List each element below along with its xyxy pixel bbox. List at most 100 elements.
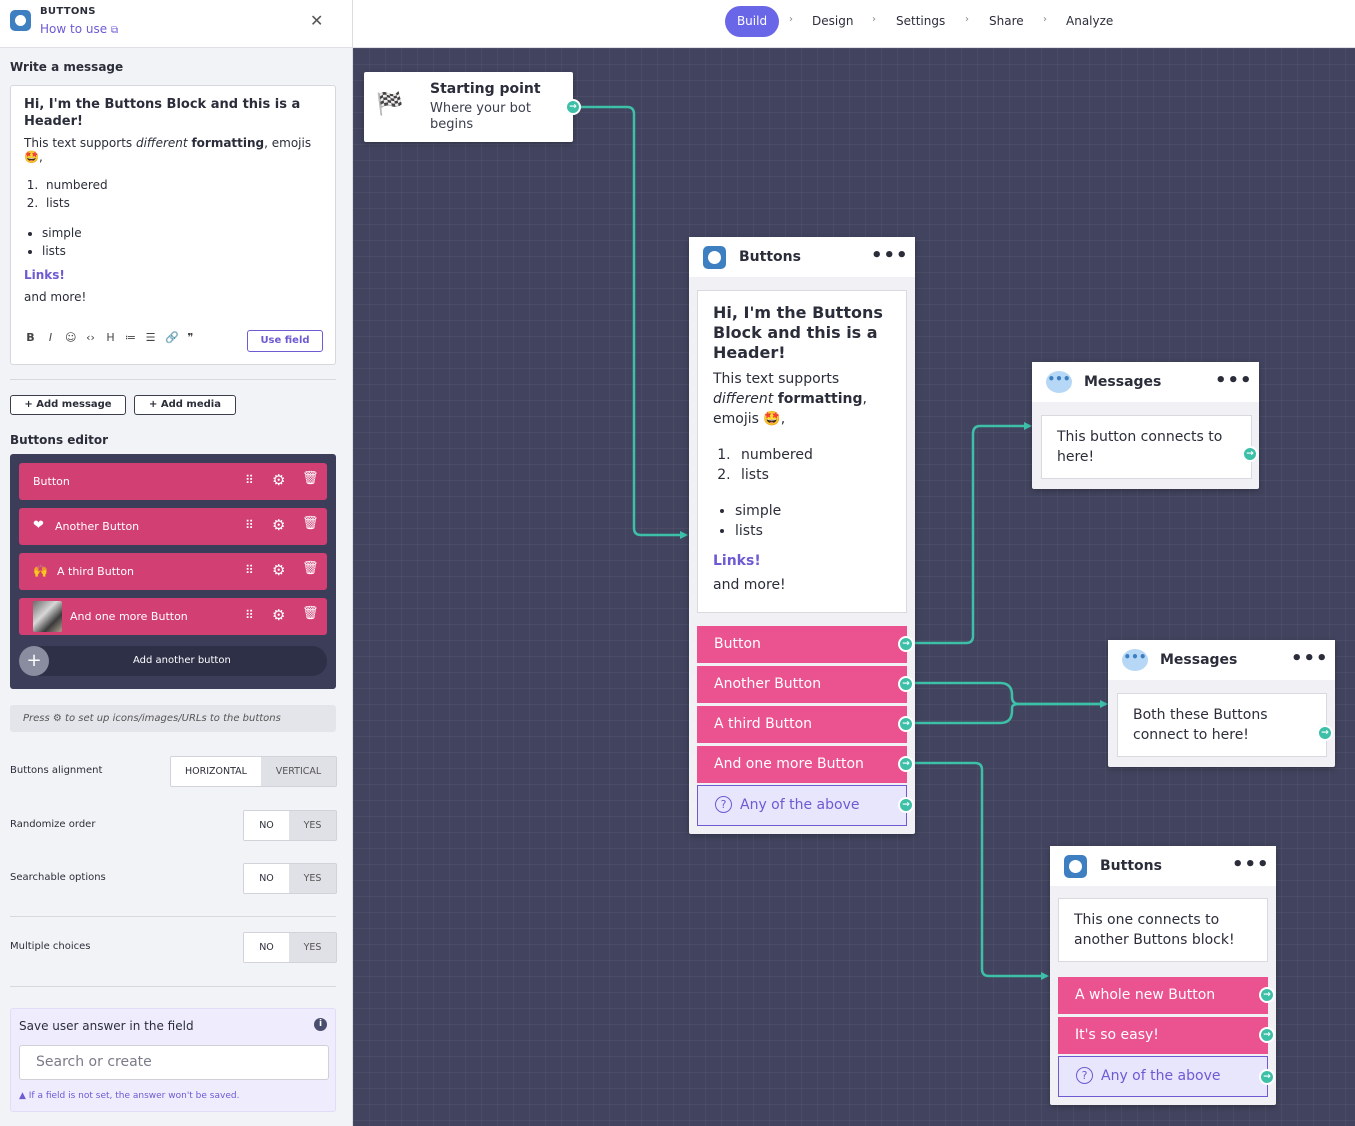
add-media-button[interactable]: + Add media <box>134 395 236 415</box>
editor-button-item[interactable]: And one more Button ⠿ ⚙ 🗑 <box>19 598 327 635</box>
message-editor[interactable]: Hi, I'm the Buttons Block and this is a … <box>10 85 336 365</box>
button-output-port[interactable]: → <box>898 676 914 692</box>
drag-handle-icon[interactable]: ⠿ <box>245 608 254 622</box>
editor-button-label[interactable]: A third Button <box>57 565 135 578</box>
editor-button-item[interactable]: ❤ Another Button ⠿ ⚙ 🗑 <box>19 508 327 545</box>
flow-button[interactable]: A third Button <box>697 706 907 743</box>
add-another-button[interactable]: + Add another button <box>19 646 327 676</box>
buttons-editor-label: Buttons editor <box>10 433 109 447</box>
how-to-use-link[interactable]: How to use ⧉ <box>40 22 118 36</box>
use-field-button[interactable]: Use field <box>247 330 323 352</box>
code-icon[interactable]: ‹› <box>86 331 95 344</box>
block-header: Buttons ••• <box>689 237 915 277</box>
any-of-above-button[interactable]: ?Any of the above <box>697 785 907 826</box>
save-answer-box: Save user answer in the field i Search o… <box>10 1008 336 1112</box>
any-of-above-label: Any of the above <box>740 797 860 813</box>
drag-handle-icon[interactable]: ⠿ <box>245 563 254 577</box>
multiple-no[interactable]: NO <box>244 933 289 962</box>
editor-button-label[interactable]: Another Button <box>55 520 140 533</box>
trash-icon[interactable]: 🗑 <box>302 606 319 621</box>
more-options-icon[interactable]: ••• <box>871 245 909 266</box>
more-options-icon[interactable]: ••• <box>1291 648 1329 669</box>
more-options-icon[interactable]: ••• <box>1232 854 1270 875</box>
numbered-list-icon[interactable]: ≔ <box>125 331 136 344</box>
gear-icon[interactable]: ⚙ <box>272 561 286 579</box>
drag-handle-icon[interactable]: ⠿ <box>245 473 254 487</box>
alignment-label: Buttons alignment <box>10 765 103 776</box>
searchable-yes[interactable]: YES <box>289 864 336 893</box>
emoji-icon[interactable]: ☺ <box>65 331 77 344</box>
button-output-port[interactable]: → <box>1259 1069 1275 1085</box>
bullet-list-icon[interactable]: ☰ <box>145 331 156 344</box>
info-icon[interactable]: i <box>314 1018 327 1031</box>
gear-icon[interactable]: ⚙ <box>272 606 286 624</box>
editor-button-label[interactable]: And one more Button <box>70 610 188 623</box>
button-output-port[interactable]: → <box>1259 1027 1275 1043</box>
editor-button-item[interactable]: 🙌 A third Button ⠿ ⚙ 🗑 <box>19 553 327 590</box>
buttons-block-card[interactable]: Buttons ••• Hi, I'm the Buttons Block an… <box>689 237 915 834</box>
gear-icon[interactable]: ⚙ <box>272 471 286 489</box>
format-toolbar: B I ☺ ‹› H ≔ ☰ 🔗 ❞ <box>25 331 196 344</box>
gear-icon[interactable]: ⚙ <box>272 516 286 534</box>
button-output-port[interactable]: → <box>898 716 914 732</box>
button-output-port[interactable]: → <box>1259 987 1275 1003</box>
horizontal-option[interactable]: HORIZONTAL <box>171 757 261 786</box>
block-message-header: Hi, I'm the Buttons Block and this is a … <box>713 303 883 362</box>
button-output-port[interactable]: → <box>898 756 914 772</box>
randomize-no[interactable]: NO <box>244 811 289 840</box>
randomize-yes[interactable]: YES <box>289 811 336 840</box>
nav-share[interactable]: Share <box>989 14 1024 28</box>
flow-button[interactable]: A whole new Button <box>1058 977 1268 1014</box>
button-output-port[interactable]: → <box>898 636 914 652</box>
link-icon[interactable]: 🔗 <box>165 331 179 344</box>
quote-icon[interactable]: ❞ <box>187 331 194 344</box>
flow-button[interactable]: It's so easy! <box>1058 1017 1268 1054</box>
randomize-toggle: NO YES <box>243 810 337 841</box>
button-output-port[interactable]: → <box>898 797 914 813</box>
flow-button[interactable]: Another Button <box>697 666 907 703</box>
buttons-block-card[interactable]: Buttons ••• This one connects to another… <box>1050 846 1276 1105</box>
message-output-port[interactable]: → <box>1242 446 1258 462</box>
list-item: numbered <box>42 176 322 194</box>
any-of-above-button[interactable]: ?Any of the above <box>1058 1056 1268 1097</box>
buttons-block-icon <box>10 10 31 31</box>
question-icon: ? <box>1076 1067 1093 1084</box>
block-message-link[interactable]: Links! <box>713 553 761 569</box>
vertical-option[interactable]: VERTICAL <box>261 757 336 786</box>
messages-block-card[interactable]: ••• Messages ••• This button connects to… <box>1032 362 1259 489</box>
buttons-editor: Button ⠿ ⚙ 🗑 ❤ Another Button ⠿ ⚙ 🗑 🙌 A … <box>10 454 336 689</box>
nav-settings[interactable]: Settings <box>896 14 946 28</box>
field-search-input[interactable]: Search or create <box>19 1045 329 1080</box>
block-title: Messages <box>1160 652 1238 668</box>
drag-handle-icon[interactable]: ⠿ <box>245 518 254 532</box>
buttons-block-icon <box>1064 855 1087 878</box>
editor-button-item[interactable]: Button ⠿ ⚙ 🗑 <box>19 463 327 500</box>
starting-point-card[interactable]: 🏁 Starting point Where your bot begins <box>364 72 573 142</box>
editor-button-label[interactable]: Button <box>33 475 70 488</box>
more-options-icon[interactable]: ••• <box>1215 370 1253 391</box>
flow-button[interactable]: Button <box>697 626 907 663</box>
block-title: Buttons <box>1100 858 1162 874</box>
italic-icon[interactable]: I <box>48 331 53 344</box>
trash-icon[interactable]: 🗑 <box>302 471 319 486</box>
flow-button[interactable]: And one more Button <box>697 746 907 783</box>
message-output-port[interactable]: → <box>1317 725 1333 741</box>
trash-icon[interactable]: 🗑 <box>302 516 319 531</box>
multiple-yes[interactable]: YES <box>289 933 336 962</box>
nav-design[interactable]: Design <box>812 14 854 28</box>
trash-icon[interactable]: 🗑 <box>302 561 319 576</box>
block-message-text: This text supports different formatting,… <box>713 371 867 427</box>
messages-block-card[interactable]: ••• Messages ••• Both these Buttons conn… <box>1108 640 1335 767</box>
add-message-button[interactable]: + Add message <box>10 395 126 415</box>
nav-analyze[interactable]: Analyze <box>1066 14 1114 28</box>
start-output-port[interactable]: → <box>565 99 581 115</box>
heading-icon[interactable]: H <box>106 331 115 344</box>
message-link[interactable]: Links! <box>24 268 65 282</box>
bold-icon[interactable]: B <box>26 331 35 344</box>
save-answer-label: Save user answer in the field <box>19 1019 194 1033</box>
how-to-use-label: How to use <box>40 22 108 36</box>
close-icon[interactable]: ✕ <box>310 11 324 30</box>
searchable-no[interactable]: NO <box>244 864 289 893</box>
nav-build[interactable]: Build <box>725 6 779 37</box>
chat-bubble-icon: ••• <box>1122 649 1148 671</box>
